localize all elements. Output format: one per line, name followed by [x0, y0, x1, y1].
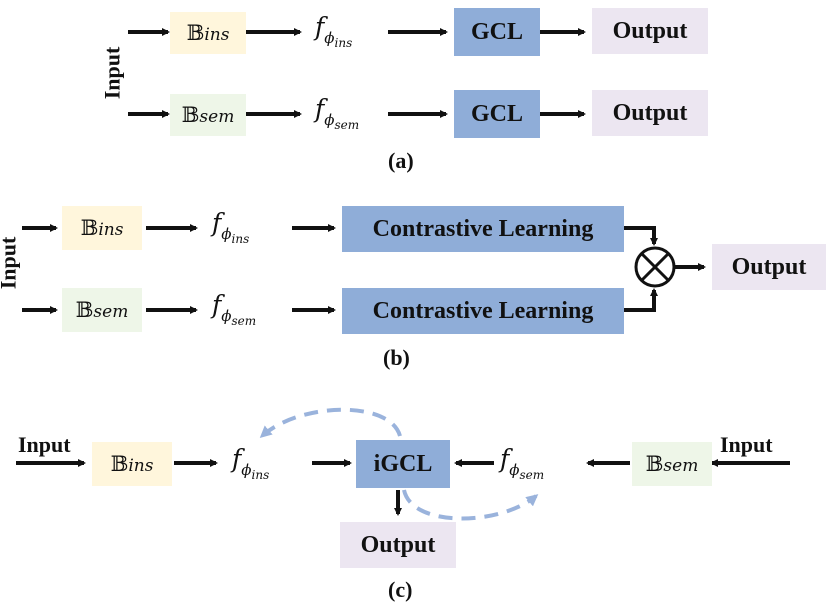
- subscript-sem: sem: [199, 107, 235, 127]
- a-output-box-1: Output: [592, 8, 708, 54]
- subscript-ins: ins: [204, 25, 230, 45]
- caption-b: (b): [383, 345, 410, 370]
- blackboard-b: 𝔹: [181, 103, 200, 127]
- b-output-box: Output: [712, 244, 826, 290]
- arrow-b-cl2-to-otimes: [624, 288, 658, 312]
- caption-a: (a): [388, 148, 414, 173]
- blackboard-b: 𝔹: [186, 21, 205, 45]
- dashed-arrow-igcl-to-fsem: [402, 489, 539, 521]
- b-contrastive-box-2: Contrastive Learning: [342, 288, 624, 334]
- a-bset-sem: 𝔹sem: [170, 94, 246, 136]
- c-f-phi-sem: fϕsem: [500, 444, 545, 482]
- a-f-phi-ins: fϕins: [315, 12, 353, 50]
- a-bset-ins: 𝔹ins: [170, 12, 246, 54]
- a-gcl-box-2: GCL: [454, 90, 540, 138]
- c-output-box: Output: [340, 522, 456, 568]
- c-bset-ins: 𝔹ins: [92, 442, 172, 486]
- b-f-phi-sem: fϕsem: [212, 290, 257, 328]
- a-input-label: Input: [99, 46, 125, 100]
- b-input-label: Input: [0, 236, 21, 290]
- b-bset-ins: 𝔹ins: [62, 206, 142, 250]
- c-input-label-left: Input: [18, 432, 71, 457]
- b-f-phi-ins: fϕins: [212, 208, 250, 246]
- c-bset-sem: 𝔹sem: [632, 442, 712, 486]
- c-f-phi-ins: fϕins: [232, 444, 270, 482]
- a-f-phi-sem: fϕsem: [315, 94, 360, 132]
- c-input-label-right: Input: [720, 432, 773, 457]
- b-contrastive-box-1: Contrastive Learning: [342, 206, 624, 252]
- arrow-b-cl1-to-otimes: [624, 226, 658, 246]
- a-output-box-2: Output: [592, 90, 708, 136]
- otimes-cross-b: [640, 252, 670, 282]
- dashed-arrow-igcl-to-fins: [259, 407, 402, 438]
- caption-c: (c): [388, 577, 413, 602]
- b-bset-sem: 𝔹sem: [62, 288, 142, 332]
- a-gcl-box-1: GCL: [454, 8, 540, 56]
- c-igcl-box: iGCL: [356, 440, 450, 488]
